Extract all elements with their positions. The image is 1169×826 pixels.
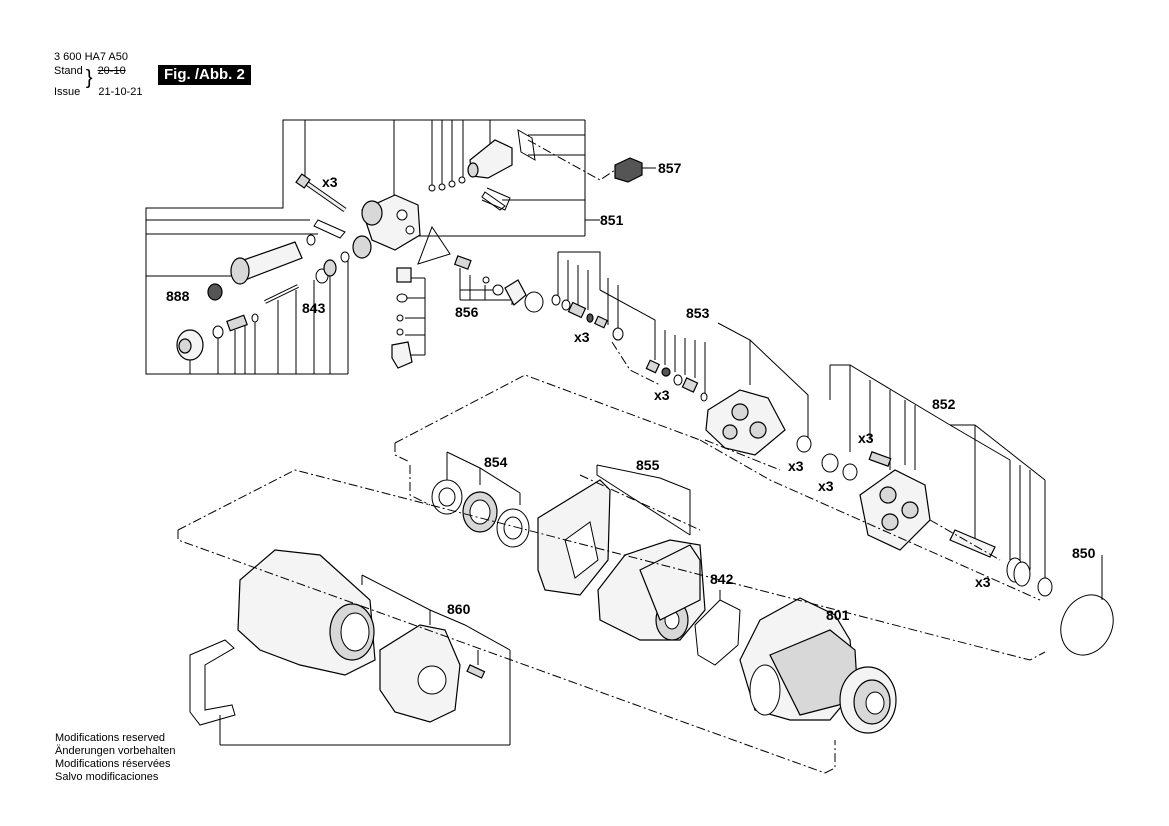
qty-x3-852a: x3 — [858, 430, 874, 446]
gear-housing — [597, 539, 706, 641]
brace-glyph: } — [85, 67, 93, 89]
label-854: 854 — [484, 454, 508, 470]
quantity-marks: x3 x3 x3 x3 x3 x3 x3 — [322, 174, 991, 590]
footer-line-fr: Modifications réservées — [55, 758, 171, 770]
label-851: 851 — [600, 212, 624, 228]
dashed-assembly-lines — [177, 374, 1046, 774]
footer-line-de: Änderungen vorbehalten — [55, 745, 176, 757]
issue-row: Issue 21-10-21 — [54, 85, 142, 99]
issue-value: 21-10-21 — [98, 86, 143, 98]
label-855: 855 — [636, 457, 660, 473]
group-852 — [821, 364, 1053, 597]
part-842-gasket — [694, 590, 741, 666]
issue-label: Issue — [54, 86, 81, 98]
part-857-cap — [614, 157, 656, 183]
footer-line-en: Modifications reserved — [55, 732, 166, 744]
part-number-labels: 851 857 888 843 856 853 852 854 855 842 … — [166, 160, 1096, 623]
label-860: 860 — [447, 601, 471, 617]
group-853 — [551, 251, 812, 471]
document-header: 3 600 HA7 A50 Stand } 20-10 Issue 21-10-… — [54, 50, 142, 99]
group-855 — [537, 464, 691, 596]
footer-notes: Modifications reserved Änderungen vorbeh… — [55, 732, 175, 784]
part-801-motor — [739, 597, 897, 734]
label-857: 857 — [658, 160, 682, 176]
label-852: 852 — [932, 396, 956, 412]
label-801: 801 — [826, 607, 850, 623]
label-888: 888 — [166, 288, 190, 304]
doc-number: 3 600 HA7 A50 — [54, 51, 129, 63]
group-860 — [189, 549, 511, 746]
stand-value: 20-10 — [97, 65, 126, 77]
footer-line-es: Salvo modificaciones — [55, 771, 159, 783]
qty-x3-853b: x3 — [654, 387, 670, 403]
label-843: 843 — [302, 300, 326, 316]
qty-x3-852c: x3 — [975, 574, 991, 590]
label-850: 850 — [1072, 545, 1096, 561]
stand-label: Stand — [54, 65, 83, 77]
qty-x3-screws: x3 — [322, 174, 338, 190]
label-856: 856 — [455, 304, 479, 320]
figure-label: Fig. /Abb. 2 — [158, 65, 251, 85]
stand-row: Stand } 20-10 — [54, 64, 142, 89]
label-842: 842 — [710, 571, 734, 587]
qty-x3-852b: x3 — [818, 478, 834, 494]
part-850-oring — [1060, 555, 1114, 656]
qty-x3-853a: x3 — [574, 329, 590, 345]
pump-head-parts — [176, 129, 536, 369]
group-856 — [453, 255, 544, 313]
label-853: 853 — [686, 305, 710, 321]
qty-x3-853c: x3 — [788, 458, 804, 474]
group-854 — [409, 451, 530, 548]
